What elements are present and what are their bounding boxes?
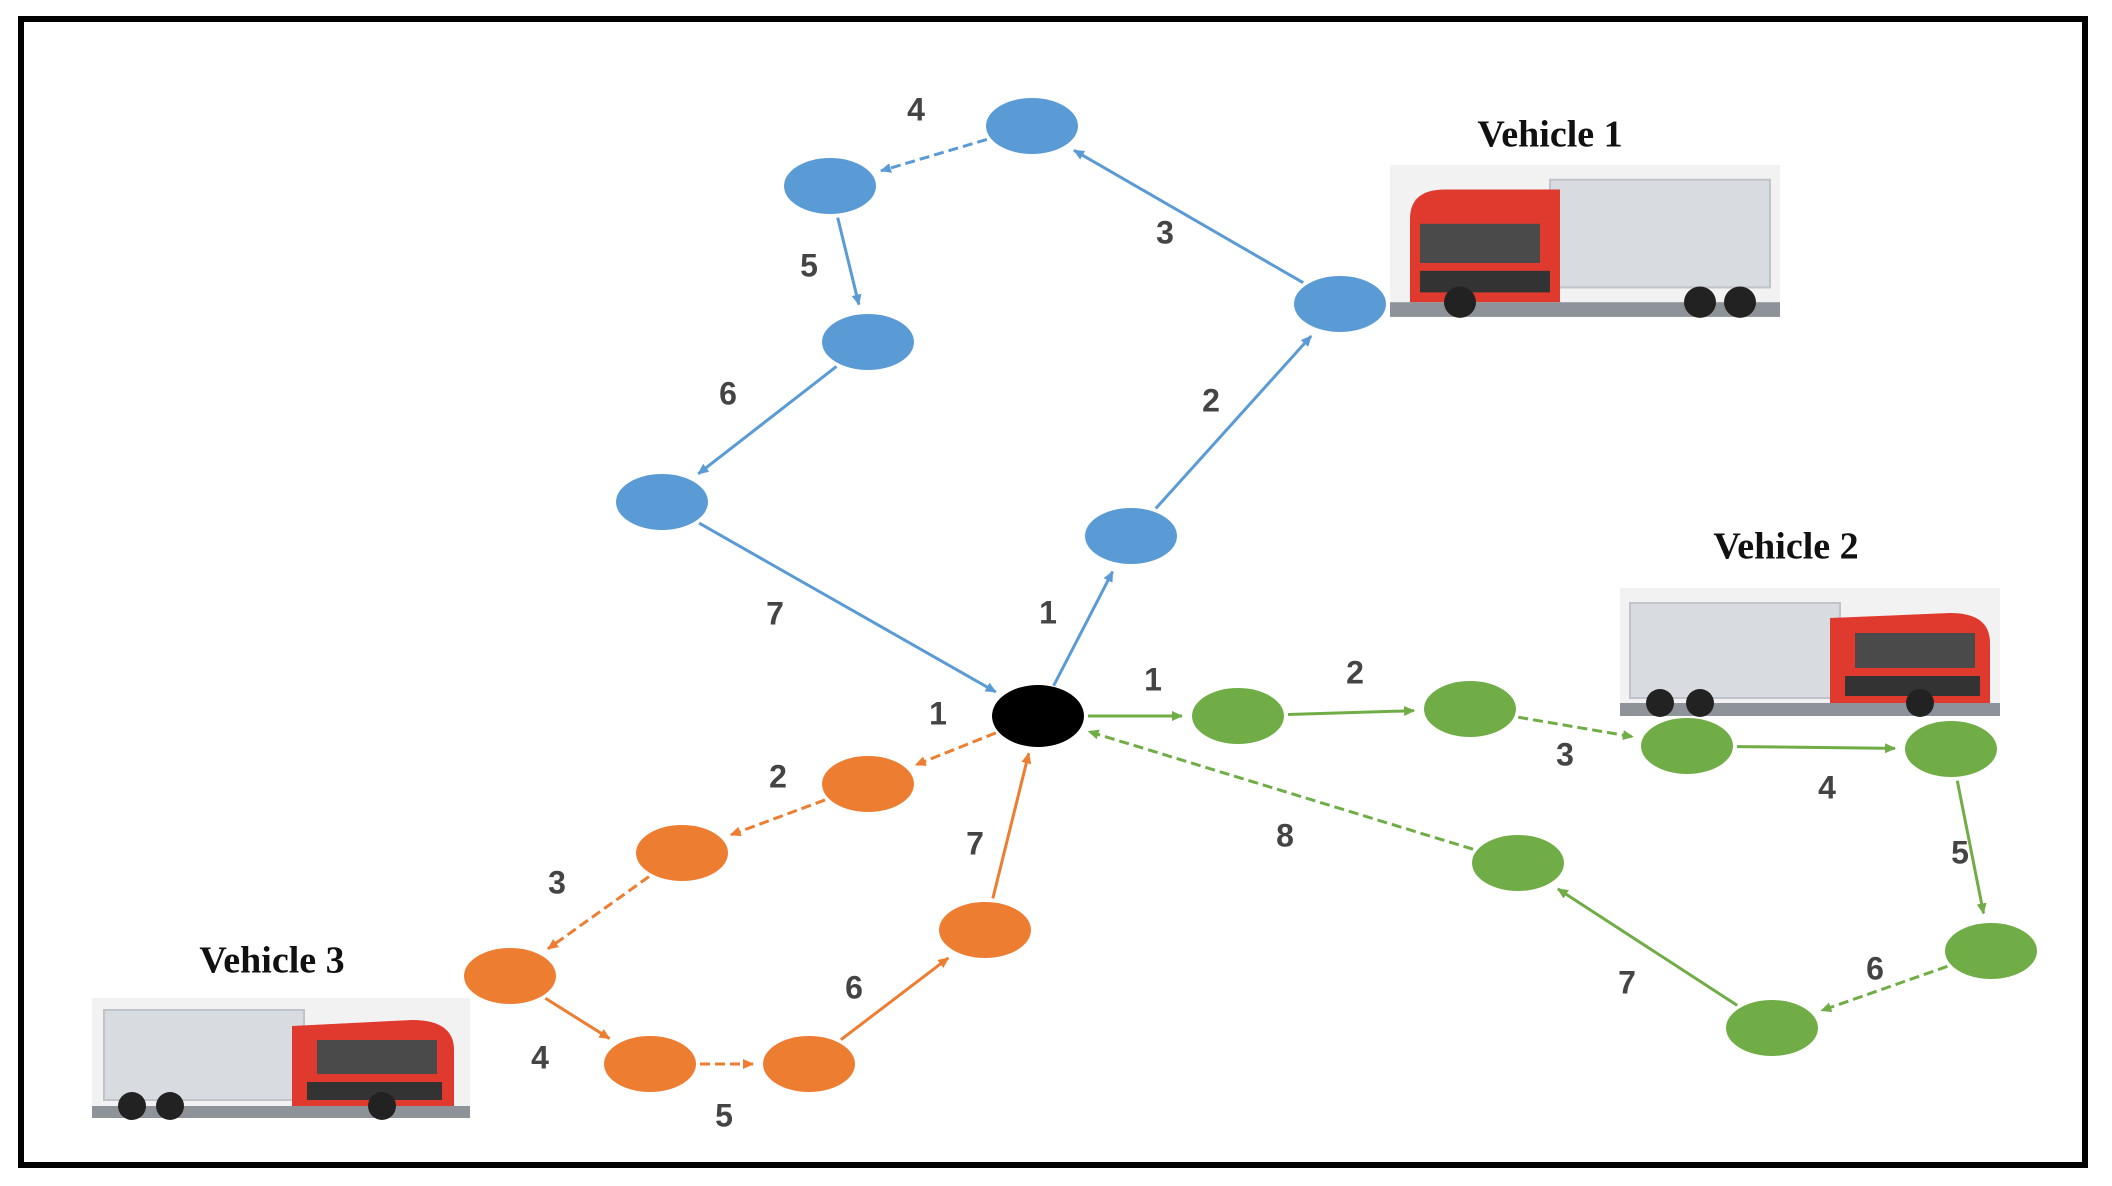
route-1-edge-2 bbox=[1154, 334, 1313, 510]
route-3-customer-node bbox=[464, 948, 556, 1004]
route-3-edge-7 bbox=[991, 752, 1032, 899]
route-1-edge-label: 1 bbox=[1039, 594, 1057, 630]
route-2-customer-node bbox=[1641, 718, 1733, 774]
route-2-edge-label: 1 bbox=[1144, 661, 1162, 697]
vehicle-2-group: Vehicle 2 bbox=[1620, 526, 2000, 717]
route-1-edge-6 bbox=[697, 365, 838, 476]
route-1-edge-4 bbox=[879, 137, 988, 173]
route-1-customer-node bbox=[1294, 276, 1386, 332]
route-2-edge-label: 3 bbox=[1556, 736, 1574, 772]
route-1-customer-node bbox=[784, 158, 876, 214]
route-1-customer-node bbox=[1085, 508, 1177, 564]
route-3-edge-1 bbox=[914, 731, 997, 767]
route-1-edge-label: 2 bbox=[1202, 382, 1220, 418]
truck-icon bbox=[92, 998, 470, 1120]
route-2-edge-5 bbox=[1955, 780, 1987, 915]
route-2-edge-4 bbox=[1736, 743, 1897, 754]
route-3-edge-label: 4 bbox=[531, 1039, 549, 1075]
route-3-customer-node bbox=[939, 902, 1031, 958]
vehicle-3-label: Vehicle 3 bbox=[199, 940, 344, 982]
route-2-edge-2 bbox=[1287, 705, 1416, 716]
route-1-edge-7 bbox=[698, 521, 997, 694]
route-1-edge-1 bbox=[1052, 570, 1114, 687]
route-2-edge-label: 5 bbox=[1951, 834, 1969, 870]
route-3-customer-node bbox=[636, 825, 728, 881]
route-3-edge-4 bbox=[544, 996, 611, 1040]
route-3-edge-6 bbox=[839, 956, 950, 1041]
route-1-customer-node bbox=[616, 474, 708, 530]
route-1-edge-label: 5 bbox=[800, 247, 818, 283]
route-2-customer-node bbox=[1945, 923, 2037, 979]
route-3-edge-label: 6 bbox=[845, 969, 863, 1005]
route-3-customer-node bbox=[604, 1036, 696, 1092]
route-3-customer-node bbox=[763, 1036, 855, 1092]
vehicle-1-label: Vehicle 1 bbox=[1477, 114, 1622, 156]
truck-icon bbox=[1620, 588, 2000, 717]
route-3-edge-label: 3 bbox=[548, 864, 566, 900]
route-1-edge-label: 3 bbox=[1156, 214, 1174, 250]
route-3-edge-label: 2 bbox=[769, 758, 787, 794]
route-2-edge-8 bbox=[1087, 729, 1474, 851]
route-2-edge-label: 6 bbox=[1866, 950, 1884, 986]
route-1-customer-node bbox=[822, 314, 914, 370]
route-2-customer-node bbox=[1472, 835, 1564, 891]
vehicle-2-label: Vehicle 2 bbox=[1713, 526, 1858, 568]
route-2-edge-label: 8 bbox=[1276, 817, 1294, 853]
route-2-edge-6 bbox=[1820, 964, 1948, 1013]
route-3-edge-3 bbox=[547, 875, 650, 951]
route-1-edge-label: 7 bbox=[766, 595, 784, 631]
route-2-edge-7 bbox=[1557, 887, 1739, 1007]
route-3-edge-label: 1 bbox=[929, 695, 947, 731]
truck-icon bbox=[1390, 165, 1780, 318]
route-1-edge-label: 6 bbox=[719, 375, 737, 411]
route-2-customer-node bbox=[1726, 1000, 1818, 1056]
vehicle-3-group: Vehicle 3 bbox=[92, 940, 470, 1120]
route-1-edge-5 bbox=[836, 217, 862, 306]
route-2-edge-label: 7 bbox=[1618, 964, 1636, 1000]
depot-node bbox=[992, 685, 1084, 747]
route-1-edge-3 bbox=[1073, 148, 1304, 285]
vehicle-1-group: Vehicle 1 bbox=[1390, 114, 1780, 318]
route-1-edge-label: 4 bbox=[907, 91, 925, 127]
route-3-customer-node bbox=[822, 756, 914, 812]
route-2-customer-node bbox=[1424, 681, 1516, 737]
route-2-customer-node bbox=[1192, 688, 1284, 744]
route-2-edge-label: 4 bbox=[1818, 769, 1836, 805]
route-2-customer-node bbox=[1905, 721, 1997, 777]
route-2-edge-3 bbox=[1517, 715, 1634, 741]
route-3-edge-label: 7 bbox=[966, 825, 984, 861]
route-3-edge-label: 5 bbox=[715, 1097, 733, 1133]
route-2-edge-label: 2 bbox=[1346, 654, 1364, 690]
route-1-customer-node bbox=[986, 98, 1078, 154]
route-3-edge-2 bbox=[729, 798, 826, 837]
